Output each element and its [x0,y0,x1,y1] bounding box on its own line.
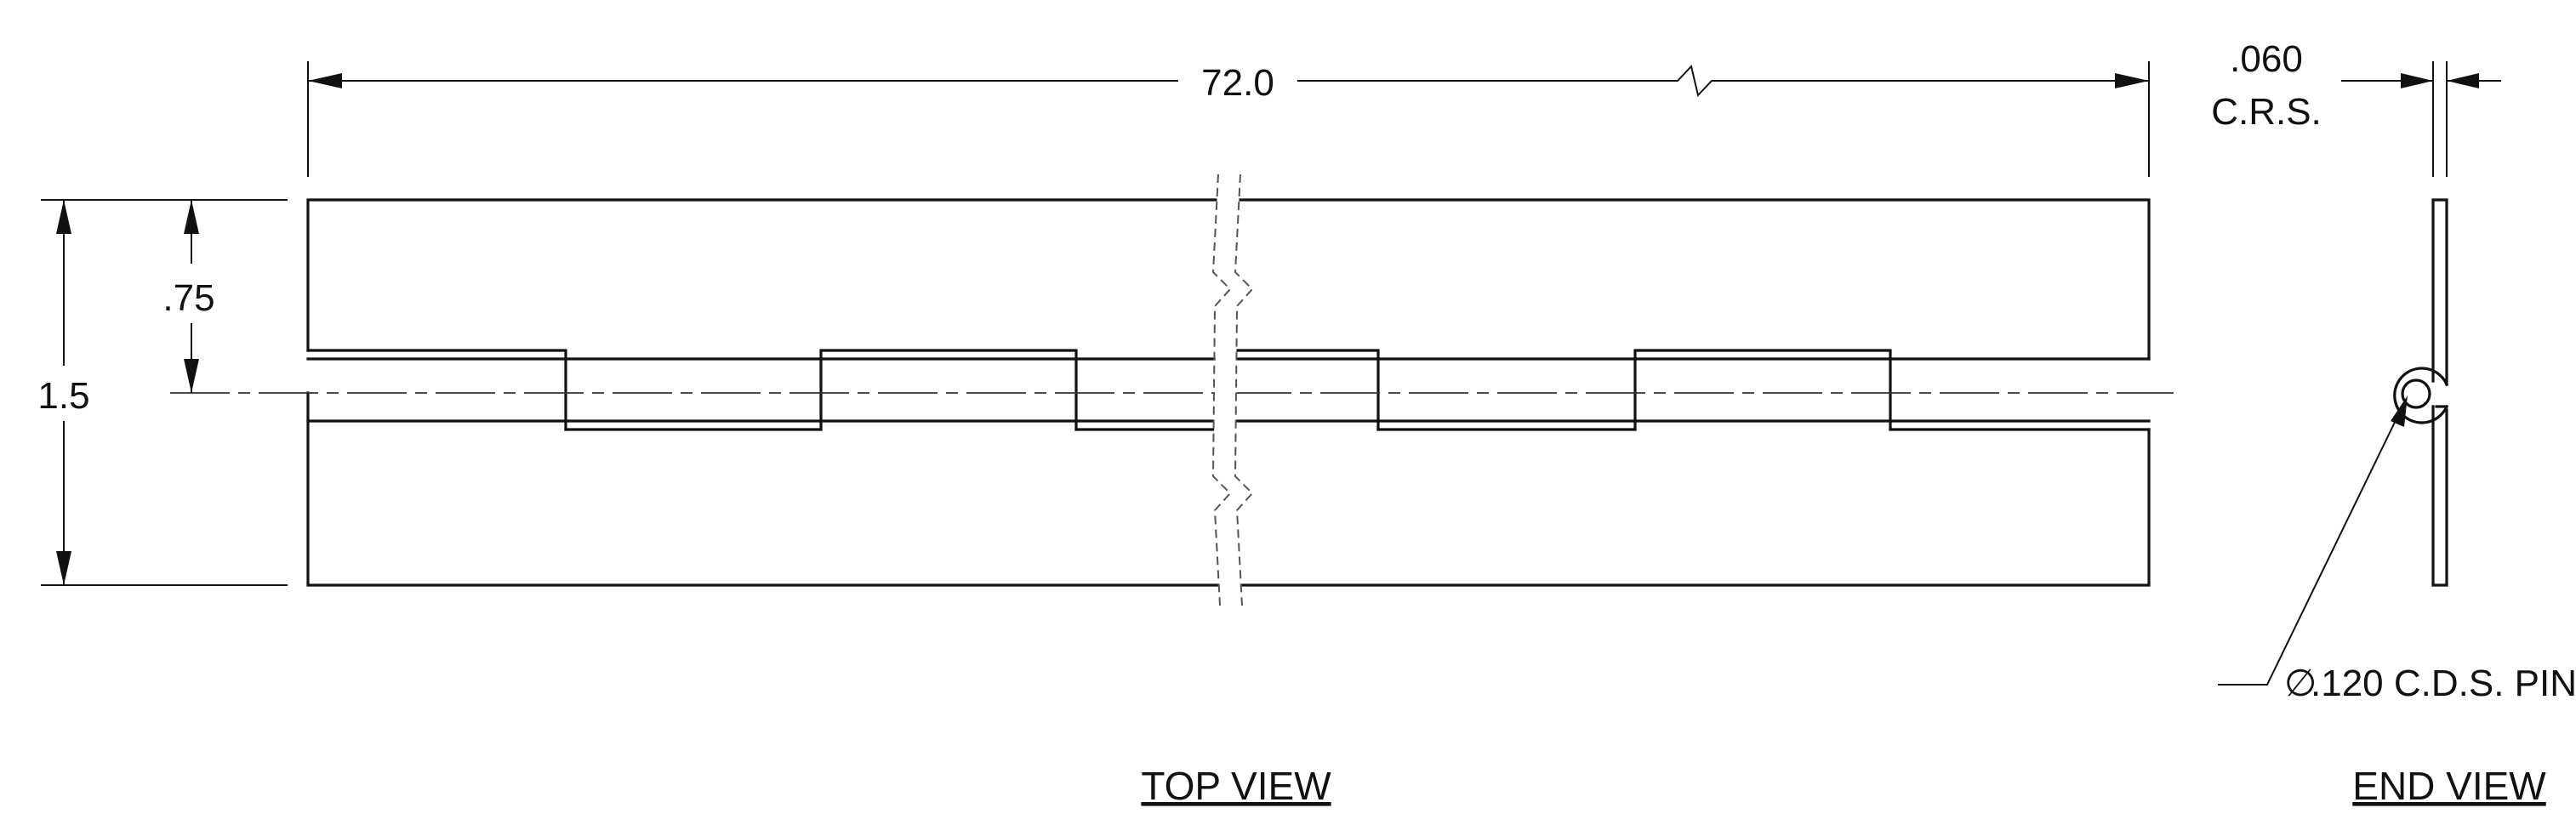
overall-length-label: 72.0 [1201,62,1274,104]
thickness-label: .060 [2230,38,2303,80]
top-view-label: TOP VIEW [1141,764,1331,808]
break-lines [1211,174,1254,606]
thickness-material-label: C.R.S. [2211,91,2322,133]
overall-width-label: 1.5 [37,375,89,417]
end-view: .060 C.R.S. ∅ .120 C.D.S. PIN END VIEW [2211,38,2576,808]
half-width-label: .75 [162,277,214,319]
pin-callout: ∅ .120 C.D.S. PIN [2218,395,2576,704]
length-dimension: 72.0 [307,61,2150,177]
half-width-dimension: .75 [162,200,215,393]
pin-callout-label: .120 C.D.S. PIN [2311,663,2576,704]
thickness-dimension: .060 C.R.S. [2211,38,2501,177]
end-view-pin [2393,367,2449,424]
end-view-label: END VIEW [2352,764,2546,808]
end-view-leaf [2431,198,2448,587]
width-dimension: 1.5 [37,199,288,586]
top-view: 72.0 1.5 .75 TOP VIEW [37,61,2174,808]
diameter-symbol: ∅ [2284,663,2317,704]
upper-knuckles [306,349,1892,431]
